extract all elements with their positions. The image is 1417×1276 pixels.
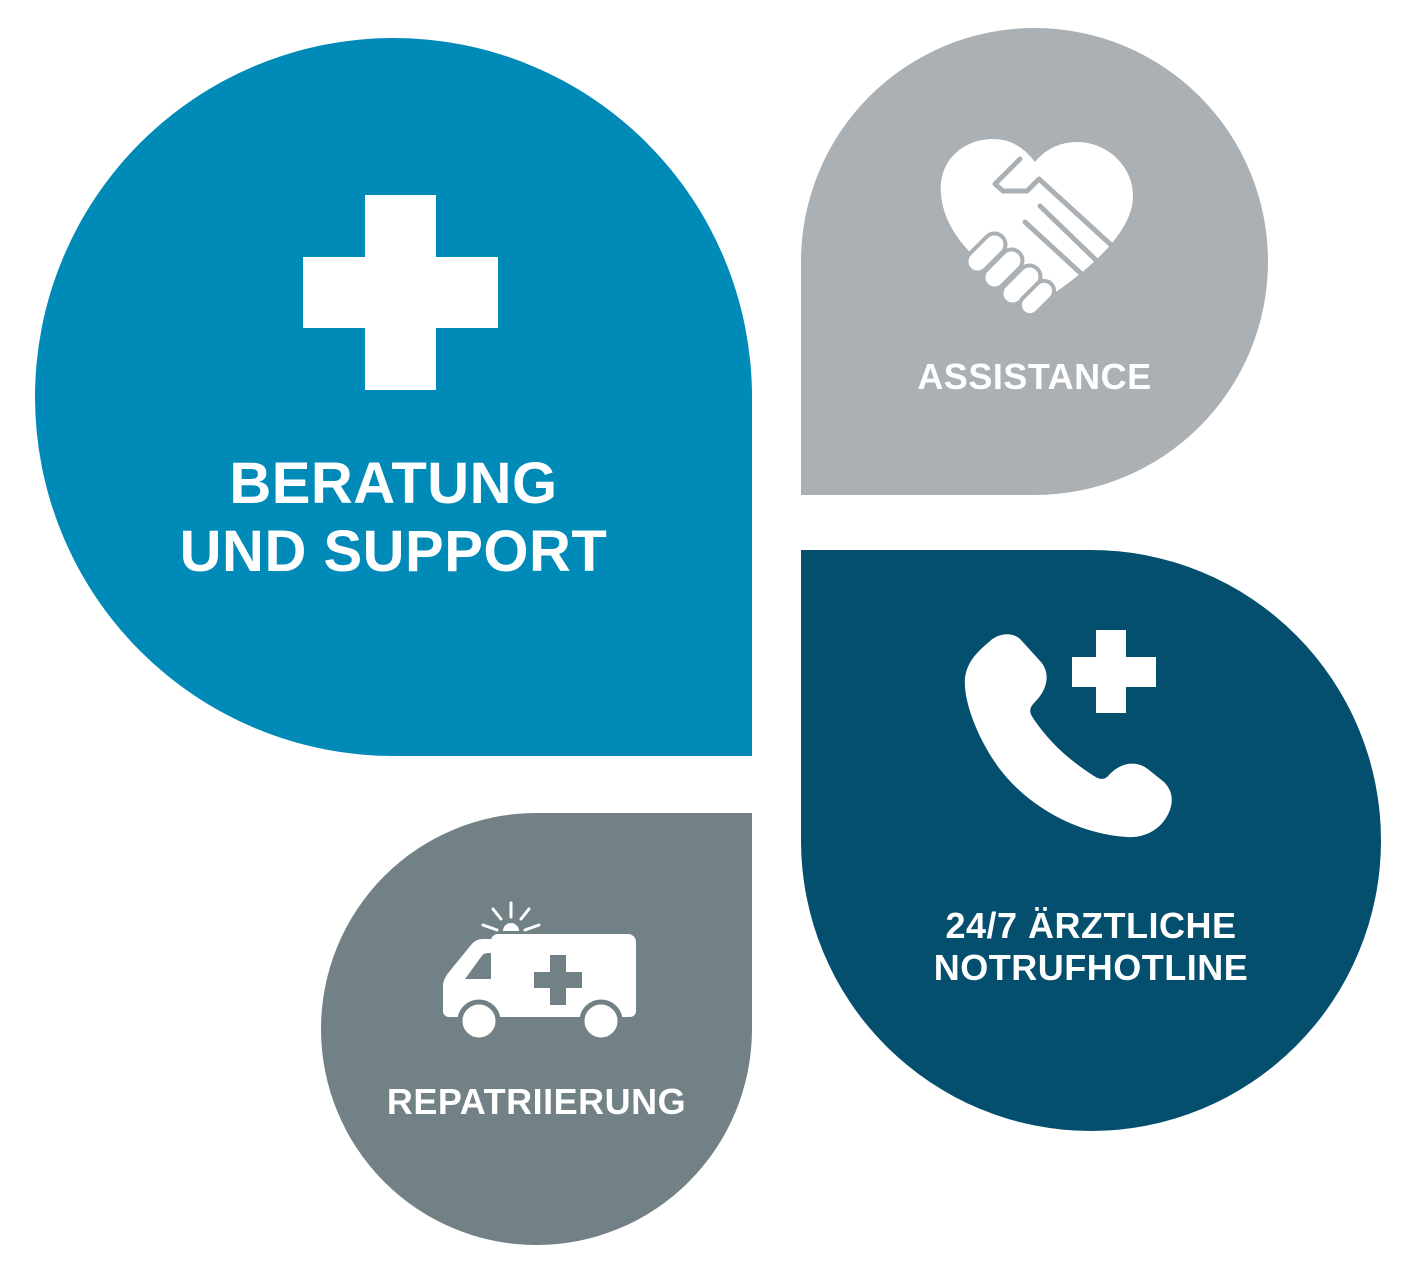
beratung-label: BERATUNG UND SUPPORT <box>35 450 752 587</box>
beratung-label-line-2: UND SUPPORT <box>179 519 608 585</box>
assistance-label-line-1: ASSISTANCE <box>917 356 1152 397</box>
beratung-und-support-tile: BERATUNG UND SUPPORT <box>35 38 752 756</box>
heart-handshake-icon <box>940 139 1133 314</box>
hotline-label-line-2: NOTRUFHOTLINE <box>933 947 1249 989</box>
repatriierung-label: REPATRIIERUNG <box>321 1081 752 1123</box>
assistance-label: ASSISTANCE <box>801 356 1268 398</box>
repatriierung-tile: REPATRIIERUNG <box>321 813 752 1245</box>
hotline-label: 24/7 ÄRZTLICHE NOTRUFHOTLINE <box>801 905 1381 990</box>
beratung-label-line-1: BERATUNG <box>229 451 558 516</box>
phone-medical-icon <box>964 630 1172 838</box>
medical-cross-icon <box>303 195 498 390</box>
hotline-tile: 24/7 ÄRZTLICHE NOTRUFHOTLINE <box>801 550 1381 1131</box>
ambulance-icon <box>443 901 636 1043</box>
repatriierung-label-line-1: REPATRIIERUNG <box>386 1081 687 1122</box>
hotline-label-line-1: 24/7 ÄRZTLICHE <box>945 905 1237 946</box>
assistance-tile: ASSISTANCE <box>801 28 1268 495</box>
